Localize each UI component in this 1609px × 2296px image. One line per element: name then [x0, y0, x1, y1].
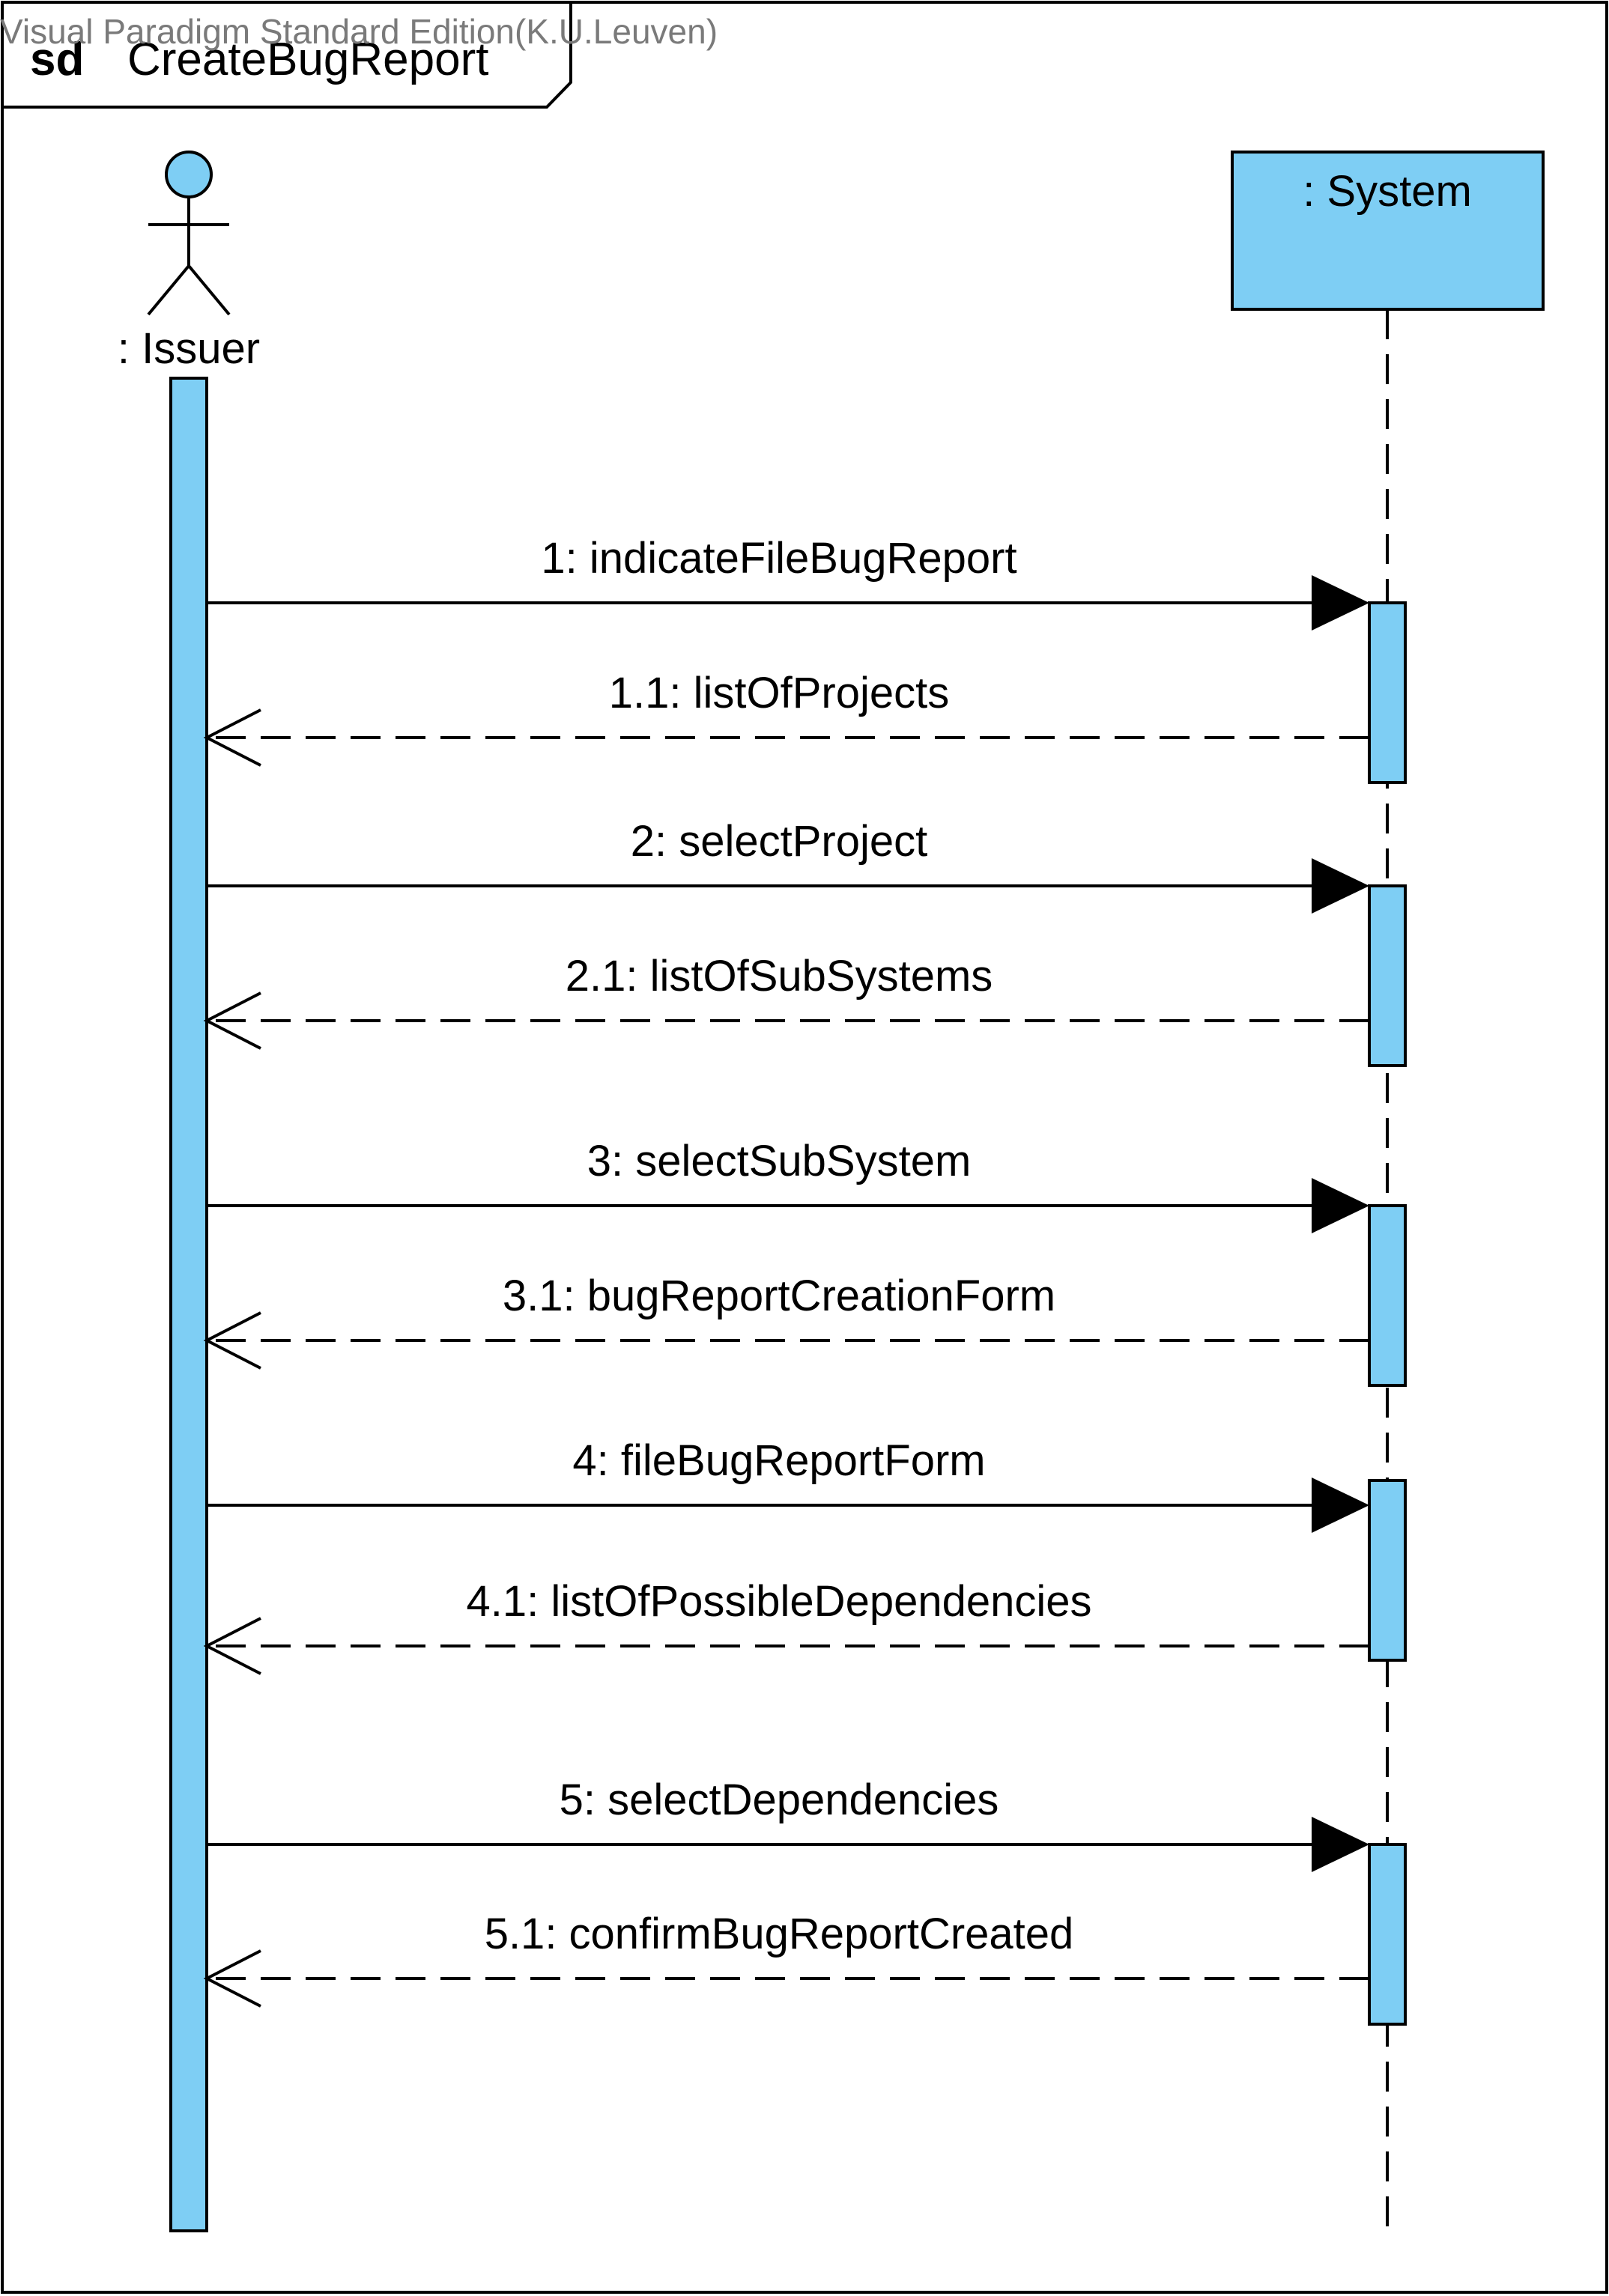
message-label: 2: selectProject [631, 817, 928, 866]
system-activation-bar [1368, 1479, 1407, 1662]
message-label: 5: selectDependencies [560, 1776, 999, 1824]
message-label: 3.1: bugReportCreationForm [503, 1272, 1055, 1320]
system-activation-bar [1368, 884, 1407, 1067]
message-label: 4: fileBugReportForm [572, 1436, 985, 1485]
arrowhead-open-icon [203, 1311, 261, 1370]
arrowhead-open-icon [203, 991, 261, 1050]
message-label: 2.1: listOfSubSystems [566, 952, 993, 1000]
arrowhead-filled-icon [1312, 858, 1369, 914]
arrowhead-filled-icon [1312, 1477, 1369, 1533]
actor-name: : Issuer [118, 324, 260, 373]
system-name: : System [1303, 167, 1472, 216]
system-activation-bar [1368, 601, 1407, 784]
arrowhead-filled-icon [1312, 1178, 1369, 1233]
message-label: 1: indicateFileBugReport [541, 534, 1016, 583]
arrowhead-open-icon [203, 1949, 261, 2008]
frame-title: CreateBugReport [127, 34, 489, 85]
arrowhead-open-icon [203, 708, 261, 767]
system-lifeline-box [1231, 151, 1545, 311]
message-label: 3: selectSubSystem [587, 1137, 972, 1185]
message-label: 4.1: listOfPossibleDependencies [466, 1577, 1091, 1626]
message-label: 1.1: listOfProjects [609, 669, 949, 717]
message-label: 5.1: confirmBugReportCreated [485, 1910, 1074, 1958]
messages-layer: 1: indicateFileBugReport 1.1: listOfProje… [203, 534, 1407, 2026]
system-activation-bar [1368, 1204, 1407, 1387]
arrowhead-filled-icon [1312, 575, 1369, 631]
frame-label-box [1, 1, 572, 109]
arrowhead-open-icon [203, 1617, 261, 1675]
issuer-activation-bar [169, 377, 208, 2232]
stick-figure-icon [147, 151, 231, 316]
arrowhead-filled-icon [1312, 1817, 1369, 1872]
system-activation-bar [1368, 1843, 1407, 2026]
watermark: Visual Paradigm Standard Edition(K.U.Leu… [0, 12, 718, 51]
frame-keyword: sd [30, 34, 84, 85]
